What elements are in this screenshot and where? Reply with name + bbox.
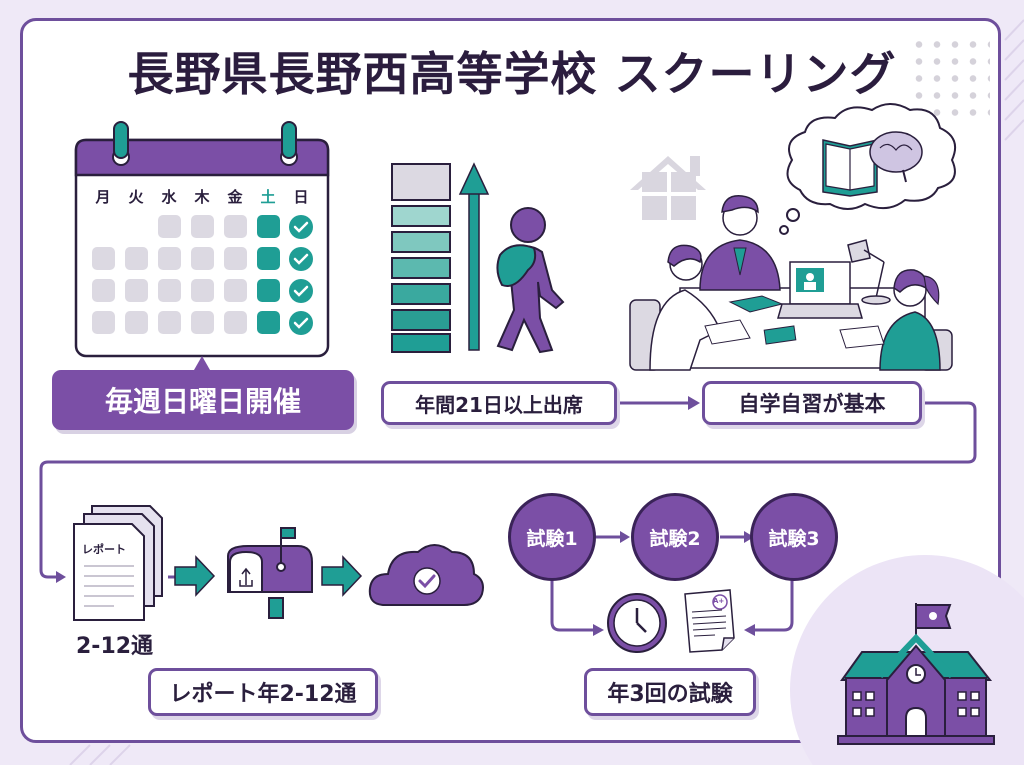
cloud-check-icon [368,544,484,606]
report-label: レポート年2-12通 [148,668,378,716]
school-building-icon [837,603,995,745]
report-doc-title: レポート [82,543,126,556]
weekday-fri: 金 [227,188,243,206]
flow-connectors [39,401,977,632]
calendar-icon [74,121,330,370]
thought-bubble-icon [779,103,956,235]
sunday-schedule-label: 毎週日曜日開催 [52,370,354,430]
attendance-label: 年間21日以上出席 [381,381,617,425]
page-title: 長野県長野西高等学校 スクーリング [127,47,897,101]
book-icon [822,139,878,197]
arrow-right-icon [174,555,363,597]
weekday-sun: 日 [293,188,309,206]
laptop-icon [777,268,863,319]
weekday-thu: 木 [194,188,210,206]
brain-icon [869,131,923,183]
weekday-tue: 火 [128,188,144,206]
progress-bars-icon [391,163,451,353]
house-icon [630,156,706,220]
desk-lamp-icon [847,239,891,305]
walking-student-icon [496,207,565,354]
exam-label: 年3回の試験 [584,668,756,716]
self-study-label: 自学自習が基本 [702,381,922,425]
mailbox-upload-icon [227,527,313,619]
exam-node-1: 試験1 [508,493,596,581]
up-arrow-icon [458,162,490,351]
weekday-wed: 水 [161,188,177,206]
exam-node-2: 試験2 [631,493,719,581]
clock-icon [607,593,667,653]
graded-paper-icon [684,589,735,653]
check-icon [293,221,309,329]
study-group-icon [629,195,953,371]
exam-node-3: 試験3 [750,493,838,581]
weekday-mon: 月 [95,188,111,206]
report-count: 2-12通 [76,634,154,659]
weekday-sat: 土 [260,188,276,206]
grade-mark: A+ [713,597,725,605]
report-documents-icon [73,505,163,621]
